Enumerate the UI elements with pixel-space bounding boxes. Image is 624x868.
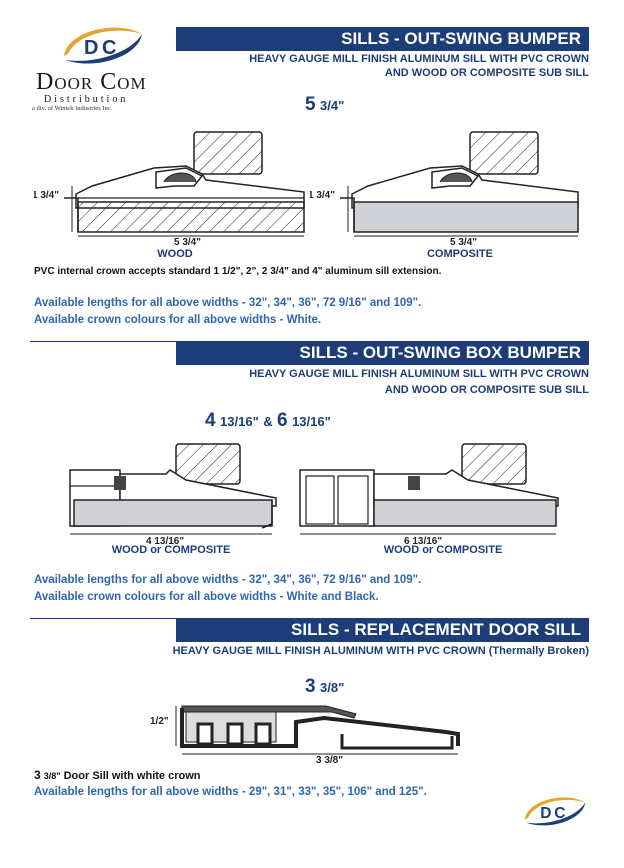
width-small: 3/4" <box>320 98 345 113</box>
note-rest: Door Sill with white crown <box>63 770 201 782</box>
section2-divider <box>30 341 176 342</box>
note-small: 3/8" <box>43 771 61 781</box>
section1-subtitle-1: HEAVY GAUGE MILL FINISH ALUMINUM SILL WI… <box>249 53 589 65</box>
diagram-caption-wood: WOOD <box>157 248 193 260</box>
section1-subtitle-2: AND WOOD OR COMPOSITE SUB SILL <box>384 67 589 79</box>
section3-divider <box>30 618 176 619</box>
section1-colours: Available crown colours for all above wi… <box>34 314 322 326</box>
svg-text:C: C <box>102 37 116 59</box>
note-big: 3 <box>34 768 41 782</box>
dim-width: 4 13/16" <box>146 536 184 547</box>
section1-lengths: Available lengths for all above widths -… <box>34 297 422 309</box>
section1-width-label: 5 3/4" <box>305 94 344 116</box>
dim-width: 3 3/8" <box>316 755 343 766</box>
diagram-caption-2a: WOOD or COMPOSITE <box>111 544 231 556</box>
section3-title: SILLS - REPLACEMENT DOOR SILL <box>176 618 589 642</box>
section1-diagram-wood: 1 3/4" 5 3/4" <box>34 131 305 248</box>
width-small-2: 13/16" <box>292 414 331 429</box>
section3-note: 3 3/8" Door Sill with white crown <box>34 768 201 782</box>
dim-height: 1 3/4" <box>34 190 59 201</box>
svg-text:D: D <box>540 805 551 822</box>
section2-lengths: Available lengths for all above widths -… <box>34 574 422 586</box>
section1-diagram-composite: 1 3/4" 5 3/4" <box>310 131 579 248</box>
width-big-1: 4 <box>205 410 216 431</box>
dim-width: 5 3/4" <box>174 237 201 248</box>
diagram-caption-2b: WOOD or COMPOSITE <box>383 544 503 556</box>
section2-colours: Available crown colours for all above wi… <box>34 591 379 603</box>
width-amp: & <box>263 414 273 429</box>
section2-title: SILLS - OUT-SWING BOX BUMPER <box>176 341 589 365</box>
width-small-1: 13/16" <box>220 414 259 429</box>
section1-title: SILLS - OUT-SWING BUMPER <box>176 27 589 51</box>
footer-logo-icon: D C <box>524 797 586 826</box>
section2-diagram-2: 6 13/16" <box>299 443 559 547</box>
width-big-2: 6 <box>277 410 288 431</box>
logo-division: a div. of Wintek Industries Inc. <box>32 105 113 112</box>
dim-height: 1 3/4" <box>310 190 335 201</box>
width-big: 5 <box>305 94 316 115</box>
svg-text:C: C <box>554 805 565 822</box>
svg-text:D: D <box>84 37 98 59</box>
section3-lengths: Available lengths for all above widths -… <box>34 786 427 798</box>
logo-sub: Distribution <box>44 94 129 105</box>
dim-height: 1/2" <box>150 716 169 727</box>
diagram-caption-composite: COMPOSITE <box>426 248 493 260</box>
section3-diagram: 1/2" 3 3/8" <box>150 705 460 766</box>
dim-width: 6 13/16" <box>404 536 442 547</box>
width-small: 3/8" <box>320 680 345 695</box>
dim-width: 5 3/4" <box>450 237 477 248</box>
section2-subtitle-2: AND WOOD OR COMPOSITE SUB SILL <box>384 384 589 396</box>
section2-subtitle-1: HEAVY GAUGE MILL FINISH ALUMINUM SILL WI… <box>249 368 589 380</box>
section3-width-label: 3 3/8" <box>305 676 344 698</box>
section2-diagram-1: 4 13/16" <box>69 443 277 547</box>
company-logo: D C Door Com Distribution a div. of Wint… <box>30 22 178 112</box>
section3-subtitle: HEAVY GAUGE MILL FINISH ALUMINUM WITH PV… <box>172 645 589 657</box>
logo-mark-icon: D C <box>64 27 142 64</box>
section1-note: PVC internal crown accepts standard 1 1/… <box>34 266 442 277</box>
section2-width-label: 4 13/16" & 6 13/16" <box>205 410 331 432</box>
logo-name: Door Com <box>36 69 147 95</box>
width-big: 3 <box>305 676 316 697</box>
